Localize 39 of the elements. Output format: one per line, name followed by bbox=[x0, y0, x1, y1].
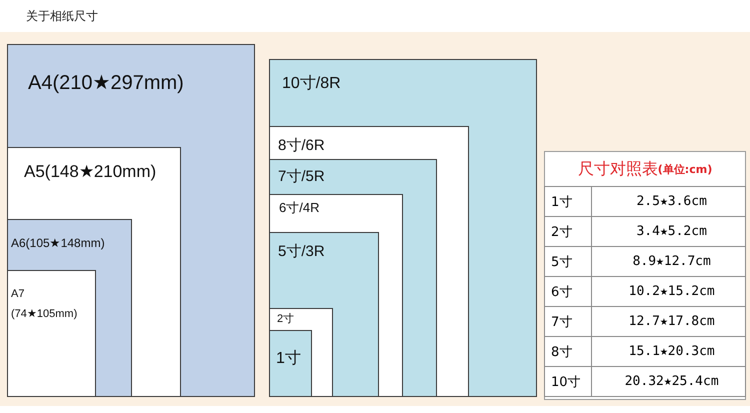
paper-size-box bbox=[269, 232, 379, 397]
paper-size-box bbox=[269, 330, 312, 397]
size-label: 5寸/3R bbox=[278, 243, 325, 261]
table-cell: 6寸 bbox=[544, 276, 592, 306]
size-label: 6寸/4R bbox=[279, 200, 320, 216]
paper-size-box bbox=[269, 126, 469, 397]
table-cell: 2寸 bbox=[544, 216, 592, 246]
table-title: 尺寸对照表 bbox=[578, 158, 658, 180]
title: 关于相纸尺寸 bbox=[26, 8, 98, 25]
paper-size-box bbox=[269, 159, 437, 397]
table-cell: 8寸 bbox=[544, 336, 592, 366]
table-cell: 15.1★20.3cm bbox=[592, 336, 746, 366]
paper-size-box bbox=[7, 219, 132, 397]
table-cell: 2.5★3.6cm bbox=[592, 186, 746, 216]
table-cell: 5寸 bbox=[544, 246, 592, 276]
table-cell: 12.7★17.8cm bbox=[592, 306, 746, 336]
size-label: 1寸 bbox=[276, 349, 301, 368]
table-cell: 10寸 bbox=[544, 366, 592, 396]
table-cell: 3.4★5.2cm bbox=[592, 216, 746, 246]
paper-size-box bbox=[269, 59, 537, 397]
size-label: 10寸/8R bbox=[282, 74, 341, 94]
table-unit: (单位:cm) bbox=[658, 162, 712, 176]
size-table bbox=[544, 151, 746, 400]
table-cell: 20.32★25.4cm bbox=[592, 366, 746, 396]
size-label: A5(148★210mm) bbox=[24, 162, 156, 182]
paper-size-box bbox=[7, 270, 96, 397]
table-cell: 8.9★12.7cm bbox=[592, 246, 746, 276]
size-label: 2寸 bbox=[277, 313, 294, 326]
paper-size-box bbox=[269, 308, 333, 397]
size-label: A6(105★148mm) bbox=[11, 236, 105, 250]
size-label: 7寸/5R bbox=[278, 168, 325, 186]
table-cell: 1寸 bbox=[544, 186, 592, 216]
size-label: A4(210★297mm) bbox=[28, 71, 184, 95]
paper-size-box bbox=[7, 44, 255, 397]
paper-size-box bbox=[7, 147, 181, 397]
paper-size-box bbox=[269, 194, 403, 397]
table-cell: 7寸 bbox=[544, 306, 592, 336]
table-cell: 10.2★15.2cm bbox=[592, 276, 746, 306]
size-label: 8寸/6R bbox=[278, 137, 325, 155]
